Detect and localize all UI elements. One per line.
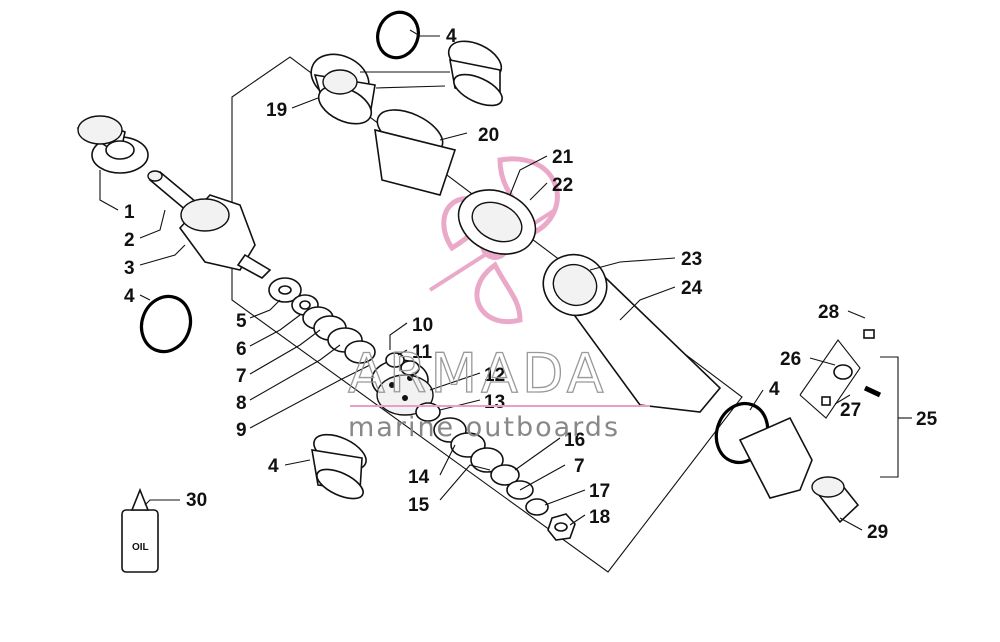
callout-5: 5 (236, 311, 247, 332)
part-3-body (178, 194, 272, 279)
callout-17: 17 (589, 481, 610, 502)
callout-24: 24 (681, 278, 703, 299)
callout-21: 21 (552, 147, 574, 168)
callout-22: 22 (552, 175, 573, 196)
callout-6: 6 (236, 339, 247, 360)
callout-4-right: 4 (769, 379, 780, 400)
part-30-oil-bottle: OIL (121, 487, 159, 573)
callout-27: 27 (840, 400, 861, 421)
callout-25: 25 (916, 409, 938, 430)
callout-15: 15 (408, 495, 430, 516)
callout-4-band: 4 (268, 456, 279, 477)
part-13-14-15-shims (415, 402, 534, 500)
callout-4-top: 4 (446, 26, 457, 47)
watermark-title: ARMADA (348, 342, 608, 405)
part-4-band-left (311, 433, 367, 500)
watermark-subtitle: marine outboards (348, 412, 620, 443)
callout-23: 23 (681, 249, 702, 270)
leader-lines (99, 29, 866, 531)
callout-7: 7 (236, 366, 247, 387)
callout-19: 19 (266, 100, 287, 121)
part-5-washer (268, 277, 302, 303)
callout-18: 18 (589, 507, 610, 528)
callout-11: 11 (412, 342, 433, 363)
part-7-shim-stack (302, 306, 376, 364)
callout-16: 16 (564, 430, 585, 451)
callout-10: 10 (412, 315, 433, 336)
callout-13: 13 (484, 392, 505, 413)
callout-4-left: 4 (124, 286, 135, 307)
callout-8: 8 (236, 393, 247, 414)
callout-14: 14 (408, 467, 430, 488)
callout-9: 9 (236, 420, 247, 441)
part-25-valve-group (799, 329, 912, 478)
part-4-band-top (447, 40, 503, 107)
part-19-seal-head (310, 53, 376, 125)
part-17-washer (525, 498, 549, 516)
part-29-bushing (811, 476, 860, 524)
callout-28: 28 (818, 302, 839, 323)
callout-29: 29 (867, 522, 888, 543)
callout-2: 2 (124, 230, 135, 251)
part-20-bushing (374, 109, 457, 196)
part-4-oring-left (139, 294, 193, 354)
shock-body-end (738, 416, 813, 499)
part-1-bushing (76, 115, 149, 174)
callout-7b: 7 (574, 456, 585, 477)
part-10-11-rings (385, 352, 420, 376)
callout-26: 26 (780, 349, 801, 370)
callout-1: 1 (124, 202, 135, 223)
part-18-nut (547, 513, 576, 541)
callout-3: 3 (124, 258, 135, 279)
callout-30: 30 (186, 490, 207, 511)
oil-label: OIL (132, 542, 149, 553)
part-4-oring-top (376, 10, 420, 60)
callout-12: 12 (484, 365, 505, 386)
part-21-22-ring-nut (457, 189, 537, 255)
callout-20: 20 (478, 125, 499, 146)
callout-labels: 1 2 3 4 4 4 4 5 6 7 7 8 9 10 11 12 13 14… (124, 26, 938, 543)
